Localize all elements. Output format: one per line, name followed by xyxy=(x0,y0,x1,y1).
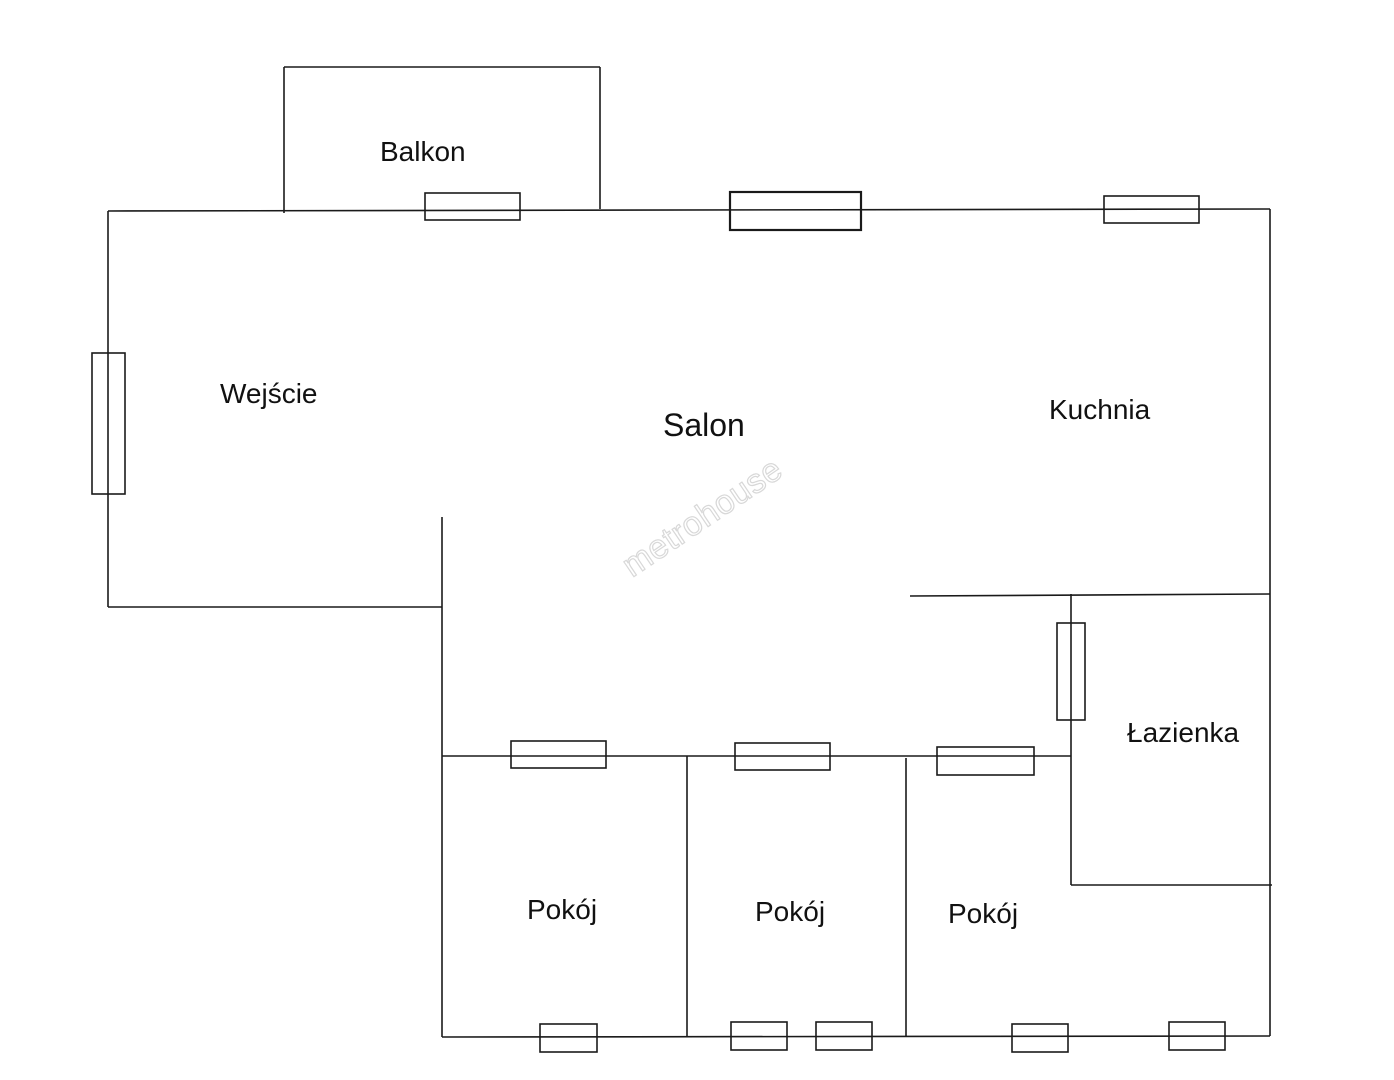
balcony-door xyxy=(424,192,521,221)
room-label-kuchnia: Kuchnia xyxy=(1049,394,1151,425)
room-2-door xyxy=(734,742,831,771)
balcony-walls xyxy=(283,66,601,213)
entrance-door xyxy=(91,352,126,495)
room-label-balkon: Balkon xyxy=(380,136,466,167)
room-2-window-right xyxy=(815,1021,873,1051)
room-2-window-left xyxy=(730,1021,788,1051)
interior-walls xyxy=(442,593,1272,1036)
room-3-door xyxy=(936,746,1035,776)
room-label-pokoj-2: Pokój xyxy=(755,896,825,927)
room-label-pokoj-3: Pokój xyxy=(948,898,1018,929)
openings xyxy=(91,190,1226,1053)
bathroom-door xyxy=(1056,622,1086,721)
room-label-lazienka: Łazienka xyxy=(1127,717,1240,748)
room-label-wejscie: Wejście xyxy=(220,378,318,409)
room-label-salon: Salon xyxy=(663,407,745,443)
room-labels: Balkon Wejście Salon Kuchnia Łazienka Po… xyxy=(220,136,1240,929)
room-3-window-right xyxy=(1168,1021,1226,1051)
room-3-window-left xyxy=(1011,1023,1069,1053)
exterior-walls xyxy=(107,208,1271,1038)
room-1-door xyxy=(510,740,607,769)
kitchen-window xyxy=(1103,195,1200,224)
salon-window xyxy=(728,190,863,232)
watermark-text: metrohouse xyxy=(615,450,789,585)
room-1-window xyxy=(539,1023,598,1053)
room-label-pokoj-1: Pokój xyxy=(527,894,597,925)
